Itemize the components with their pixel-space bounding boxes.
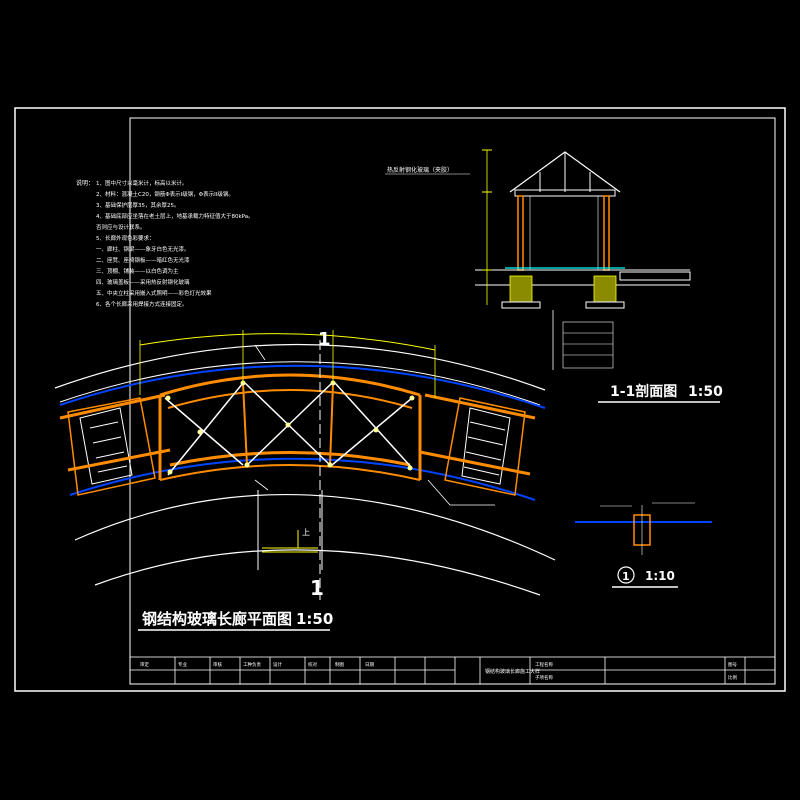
title-block-cell: 校对 bbox=[308, 661, 317, 668]
title-block-text: 审定 专业 审核 工种负责 设计 校对 制图 日期 钢结构玻璃长廊施工大样 工程… bbox=[140, 661, 737, 681]
note-line: 1、图中尺寸以毫米计，标高以米计。 bbox=[96, 179, 188, 187]
title-block-cell: 工程名称 bbox=[535, 661, 553, 668]
plan-right-wing bbox=[419, 393, 536, 496]
title-block-cell: 专业 bbox=[178, 661, 187, 668]
title-block-cell: 工种负责 bbox=[243, 661, 261, 668]
plan-scale: 1:50 bbox=[296, 610, 333, 628]
plan-bracing bbox=[164, 382, 413, 476]
title-block-cell: 设计 bbox=[273, 661, 282, 668]
project-title: 钢结构玻璃长廊施工大样 bbox=[485, 668, 540, 675]
note-line: 3、基础保护层厚35，其余厚25。 bbox=[96, 201, 180, 209]
title-block-cell: 制图 bbox=[335, 661, 344, 668]
title-block-cell: 审定 bbox=[140, 661, 149, 668]
note-line: 四、玻璃盖板——采用热反射钢化玻璃 bbox=[96, 278, 190, 286]
section-mark-bottom: 1 bbox=[310, 576, 324, 600]
note-line: 一、廊柱、钢梁——象牙白色无光漆。 bbox=[96, 245, 190, 253]
plan-left-wing bbox=[59, 393, 171, 496]
detail-number: 1 bbox=[622, 570, 630, 583]
notes-block: 说明： 1、图中尺寸以毫米计，标高以米计。 2、材料：混凝土C20，钢筋Φ表示I… bbox=[76, 179, 254, 308]
plan-nodes bbox=[165, 380, 415, 475]
note-line: 五、中央立柱采用嵌入式照明——彩色灯光效果 bbox=[96, 289, 212, 297]
detail-scale: 1:10 bbox=[645, 569, 675, 583]
note-line: 三、顶棚、铺装——以白色调为主 bbox=[96, 267, 179, 275]
plan-title: 钢结构玻璃长廊平面图 bbox=[142, 610, 292, 628]
title-block-cell: 子项名称 bbox=[535, 674, 553, 681]
outer-frame bbox=[14, 107, 786, 692]
note-line: 5、长廊外观色彩要求： bbox=[96, 234, 155, 242]
section-scale: 1:50 bbox=[688, 384, 723, 400]
section-view: 热反射钢化玻璃（夹胶） 1-1剖面图 1:50 bbox=[385, 149, 723, 403]
plan-truss bbox=[158, 373, 422, 481]
note-line: 4、基础底部应坐落在老土层上，地基承载力特征值大于80kPa。 bbox=[96, 212, 254, 220]
detail-view: 1 1:10 bbox=[575, 502, 712, 588]
plan-view: 1 1 上 钢结构玻璃长廊平面图 1:50 bbox=[54, 329, 556, 631]
notes-heading: 说明： bbox=[76, 179, 94, 187]
plan-outer-arc bbox=[54, 343, 546, 391]
note-line: 6、各个长廊采用焊接方式连接固定。 bbox=[96, 300, 188, 308]
title-block-cell: 审核 bbox=[213, 661, 222, 668]
title-block-cell: 日期 bbox=[365, 662, 374, 668]
note-line: 否则应与设计联系。 bbox=[96, 223, 146, 231]
up-label: 上 bbox=[302, 528, 310, 537]
section-mark-top: 1 bbox=[318, 329, 331, 350]
note-line: 二、座凳、座椅钢板——暗红色无光漆 bbox=[96, 256, 190, 264]
title-block-cell: 比例 bbox=[728, 674, 737, 681]
note-line: 2、材料：混凝土C20，钢筋Φ表示I级钢，Φ表示II级钢。 bbox=[96, 190, 234, 198]
section-title: 1-1剖面图 bbox=[610, 383, 677, 400]
title-block-cell: 图号 bbox=[728, 662, 737, 668]
section-note: 热反射钢化玻璃（夹胶） bbox=[387, 166, 453, 174]
title-block bbox=[129, 656, 776, 685]
